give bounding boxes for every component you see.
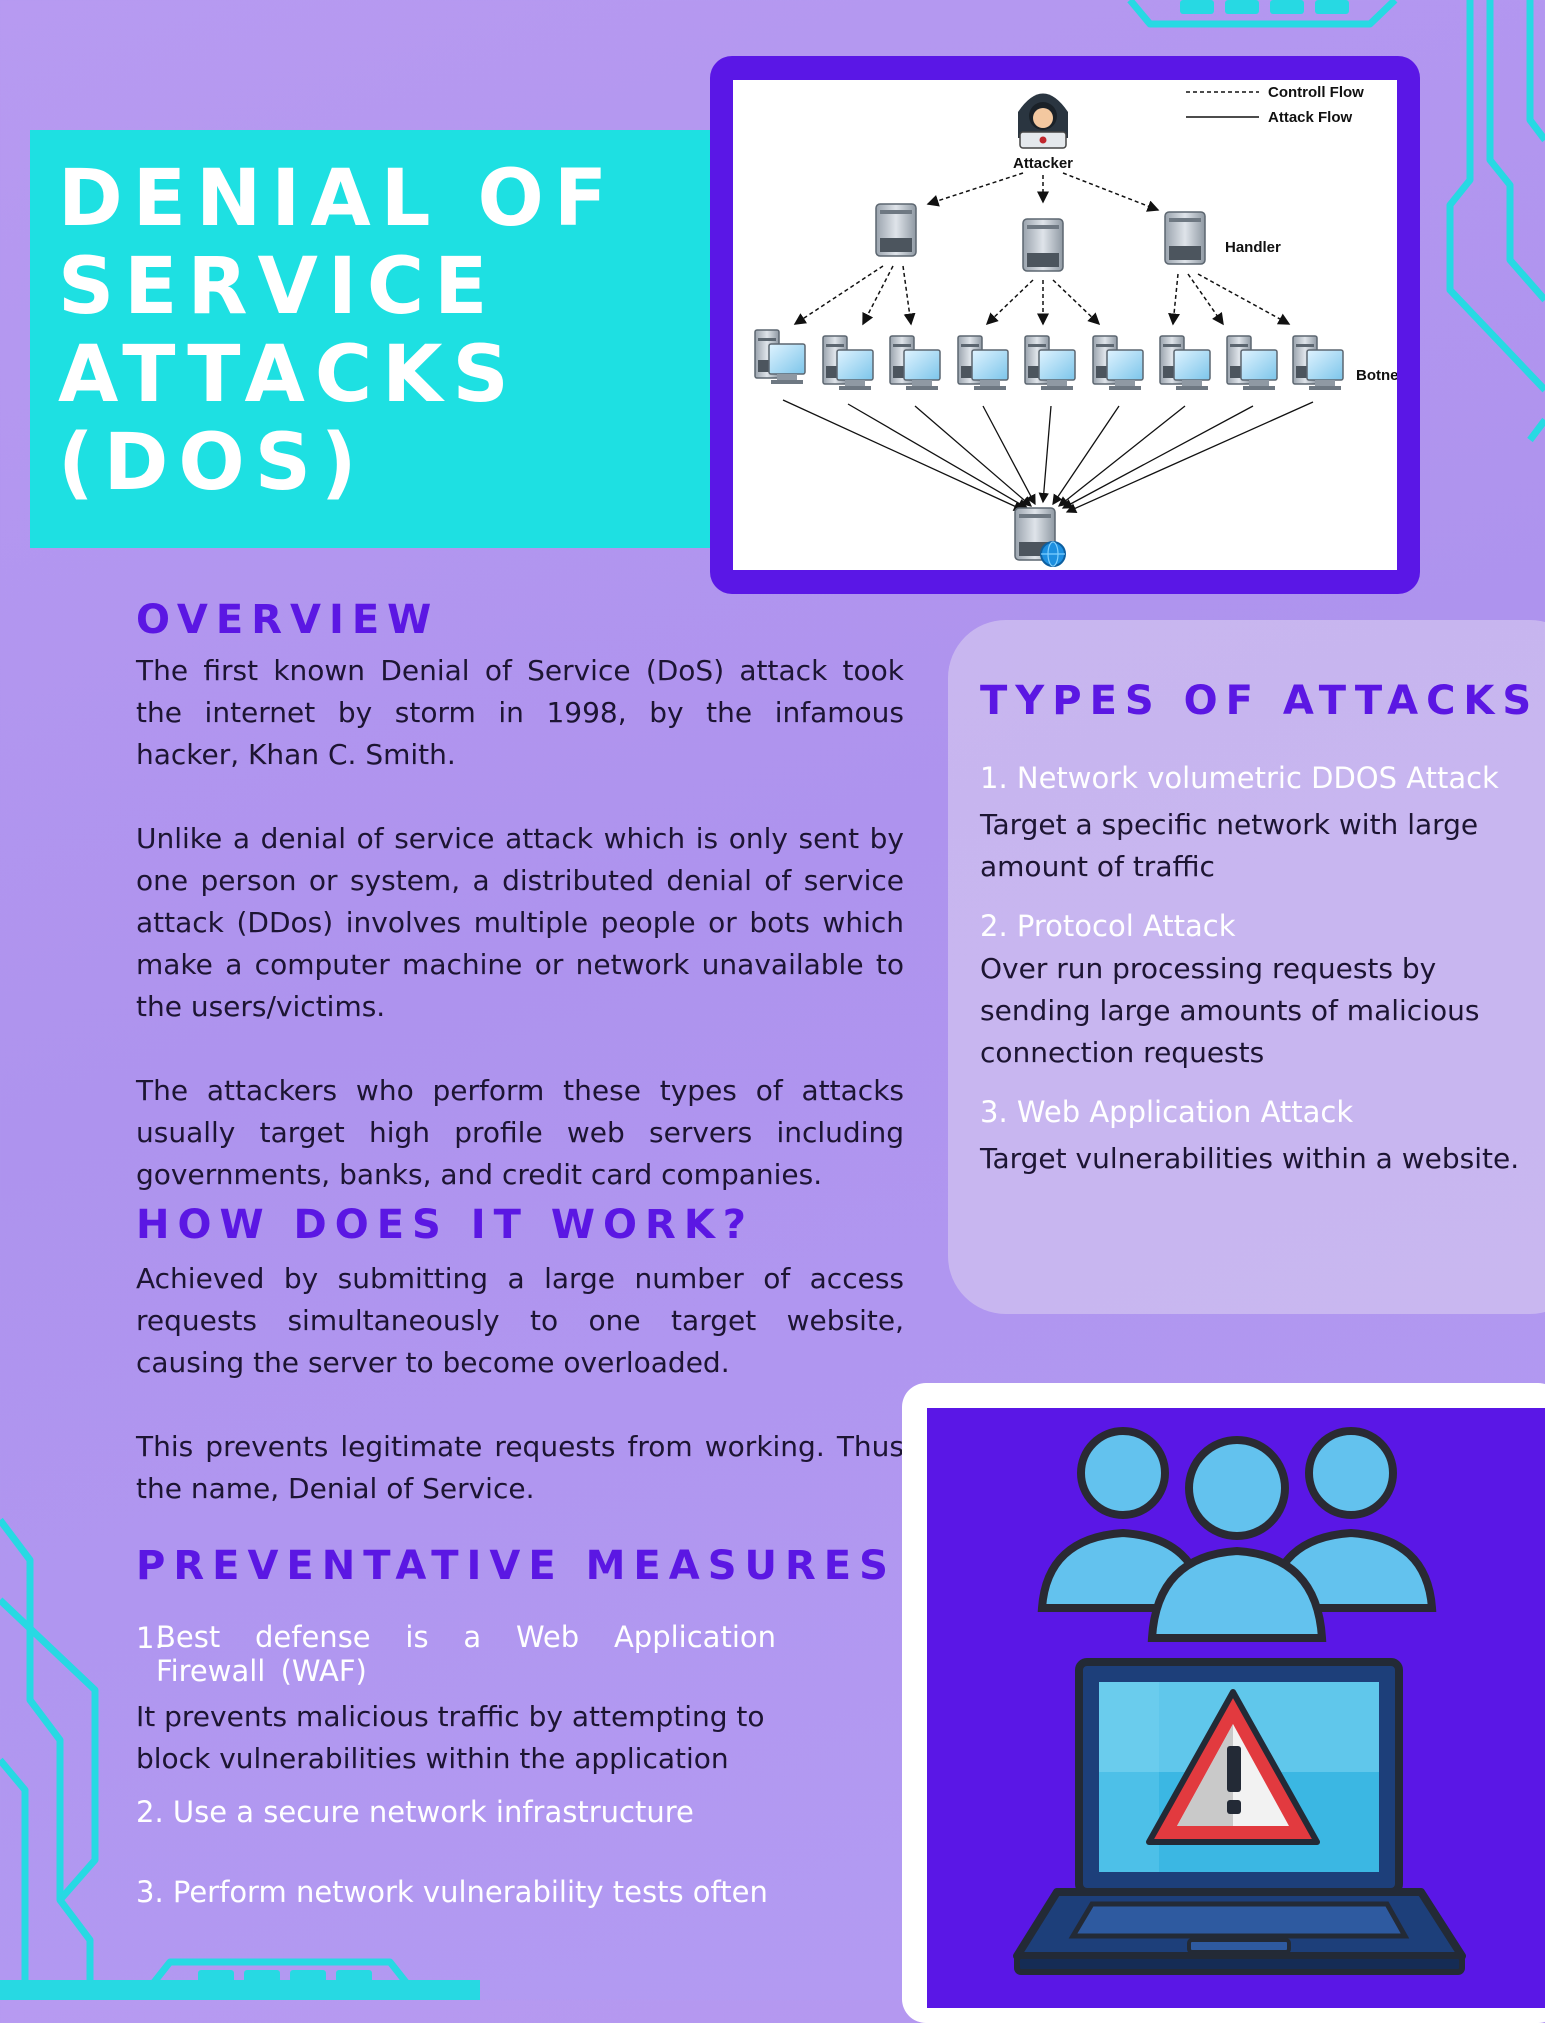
preventative-item-2: 2. Use a secure network infrastructure — [136, 1795, 694, 1829]
globe-icon — [1040, 541, 1066, 567]
title-line: ATTACKS — [58, 330, 519, 420]
overview-paragraph: The first known Denial of Service (DoS) … — [136, 654, 904, 771]
type-description: Over run processing requests by sending … — [980, 952, 1480, 1069]
workstation-icon — [889, 335, 941, 391]
laptop-warning-icon — [1013, 1658, 1466, 1975]
type-description: Target a specific network with large amo… — [980, 808, 1479, 883]
workstation-icon — [754, 329, 806, 385]
workstation-icon — [1024, 335, 1076, 391]
type-title: 1. Network volumetric DDOS Attack — [980, 761, 1499, 795]
overview-paragraph: Unlike a denial of service attack which … — [136, 822, 904, 1023]
workstation-icon — [1159, 335, 1211, 391]
handler-server-icon — [1164, 211, 1206, 265]
workstation-icon — [1092, 335, 1144, 391]
title-line: DENIAL OF — [58, 154, 618, 244]
item-description: It prevents malicious traffic by attempt… — [136, 1700, 765, 1775]
types-panel — [948, 620, 1545, 1314]
type-description: Target vulnerabilities within a website. — [980, 1142, 1520, 1175]
overview-heading: OVERVIEW — [136, 597, 440, 643]
ddos-diagram: Controll Flow Attack Flow Attacker Handl… — [733, 80, 1397, 570]
how-it-works-section: Achieved by submitting a large number of… — [136, 1258, 904, 1510]
hacker-icon — [1018, 93, 1068, 149]
legend-control-flow: Controll Flow — [1268, 84, 1364, 101]
title-line: (DOS) — [58, 418, 367, 508]
people-group-icon — [1037, 1427, 1437, 1642]
title-banner — [30, 130, 710, 548]
types-list: 1. Network volumetric DDOS Attack Target… — [980, 760, 1540, 1180]
types-heading: TYPES OF ATTACKS — [980, 678, 1540, 724]
preventative-item-1: 1. Best defense is a Web Application Fir… — [136, 1620, 776, 1688]
how-paragraph: This prevents legitimate requests from w… — [136, 1430, 904, 1505]
item-title: Best defense is a Web Application Firewa… — [156, 1620, 776, 1688]
handler-label: Handler — [1225, 239, 1281, 256]
how-it-works-heading: HOW DOES IT WORK? — [136, 1202, 755, 1248]
preventative-section: 1. Best defense is a Web Application Fir… — [136, 1620, 896, 1910]
legend-attack-flow: Attack Flow — [1268, 109, 1353, 126]
preventative-item-3: 3. Perform network vulnerability tests o… — [136, 1875, 768, 1909]
workstation-icon — [1226, 335, 1278, 391]
page-title: DENIAL OF SERVICE ATTACKS (DOS) — [58, 155, 617, 507]
handler-server-icon — [875, 203, 917, 257]
overview-paragraph: The attackers who perform these types of… — [136, 1074, 904, 1191]
workstation-icon — [1292, 335, 1344, 391]
botnet — [754, 329, 1344, 391]
how-paragraph: Achieved by submitting a large number of… — [136, 1262, 904, 1379]
type-title: 2. Protocol Attack — [980, 909, 1236, 943]
workstation-icon — [822, 335, 874, 391]
attacker-label: Attacker — [1013, 155, 1073, 172]
preventative-heading: PREVENTATIVE MEASURES — [136, 1543, 896, 1589]
illustration — [927, 1408, 1545, 2008]
title-line: SERVICE — [58, 242, 498, 332]
type-title: 3. Web Application Attack — [980, 1095, 1354, 1129]
workstation-icon — [957, 335, 1009, 391]
overview-section: The first known Denial of Service (DoS) … — [136, 650, 904, 1196]
handler-server-icon — [1022, 218, 1064, 272]
item-number: 1. — [136, 1621, 164, 1655]
botnet-label: Botnet — [1356, 367, 1397, 384]
